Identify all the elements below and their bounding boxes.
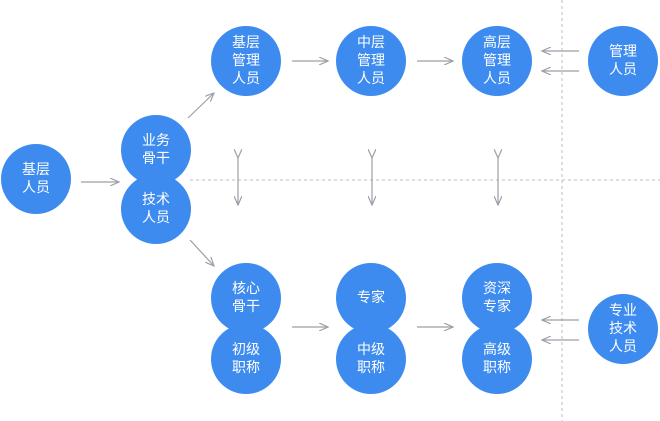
node-basic-management-line-3: 人员: [232, 71, 260, 87]
node-entry-staff: 基层 人员: [1, 144, 71, 214]
node-professional-track-line-3: 人员: [609, 339, 637, 355]
node-senior-title: 高级 职称: [462, 324, 532, 394]
node-senior-expert-line-2: 专家: [483, 298, 511, 315]
node-professional-track: 专业 技术 人员: [588, 294, 658, 364]
node-senior-expert-line-1: 资深: [483, 281, 511, 297]
node-core-line-2: 骨干: [232, 299, 260, 315]
node-high-management-line-2: 管理: [483, 53, 511, 69]
node-mid-management-line-2: 管理: [357, 53, 385, 69]
node-junior-title-line-1: 初级: [232, 341, 260, 358]
node-mid-title: 中级 职称: [336, 324, 406, 394]
node-high-management-line-3: 人员: [483, 71, 511, 87]
node-management-track-line-1: 管理: [609, 44, 637, 60]
node-mid-title-line-2: 职称: [357, 360, 385, 376]
node-mid-management-line-3: 人员: [357, 71, 385, 87]
node-senior-title-line-1: 高级: [483, 341, 511, 358]
node-basic-management-line-2: 管理: [232, 53, 260, 69]
node-management-track: 管理 人员: [588, 26, 658, 96]
node-professional-track-line-2: 技术: [609, 321, 637, 337]
node-management-track-line-2: 人员: [609, 62, 637, 78]
node-technical-staff: 技术 人员: [121, 174, 191, 244]
node-entry-line-2: 人员: [22, 180, 50, 196]
node-expert-line-1: 专家: [357, 289, 385, 306]
node-entry-line-1: 基层: [22, 161, 50, 178]
node-professional-track-line-1: 专业: [609, 303, 637, 319]
node-high-management-line-1: 高层: [483, 34, 511, 51]
node-business-backbone: 业务 骨干: [121, 115, 191, 185]
nodes-group: 基层 人员 业务 骨干 技术 人员 基层 管理 人员 中层: [1, 26, 658, 394]
node-business-line-1: 业务: [142, 133, 170, 149]
node-mid-title-line-1: 中级: [357, 342, 385, 358]
node-core-backbone: 核心 骨干: [211, 263, 281, 333]
node-tech-line-1: 技术: [142, 192, 170, 208]
node-junior-title-line-2: 职称: [232, 360, 260, 376]
node-junior-title: 初级 职称: [211, 324, 281, 394]
node-business-line-2: 骨干: [142, 151, 170, 167]
node-expert: 专家: [336, 263, 406, 333]
node-high-management: 高层 管理 人员: [462, 26, 532, 96]
arrow-branch-to-technical: [189, 239, 214, 266]
node-basic-management-line-1: 基层: [232, 34, 260, 51]
node-mid-management: 中层 管理 人员: [336, 26, 406, 96]
arrow-branch-to-management: [187, 93, 214, 119]
node-senior-expert: 资深 专家: [462, 263, 532, 333]
node-core-line-1: 核心: [232, 281, 260, 297]
node-senior-title-line-2: 职称: [483, 360, 511, 376]
arrows-group: [81, 51, 579, 340]
node-tech-line-2: 人员: [142, 210, 170, 226]
node-basic-management: 基层 管理 人员: [211, 26, 281, 96]
node-mid-management-line-1: 中层: [357, 35, 385, 51]
